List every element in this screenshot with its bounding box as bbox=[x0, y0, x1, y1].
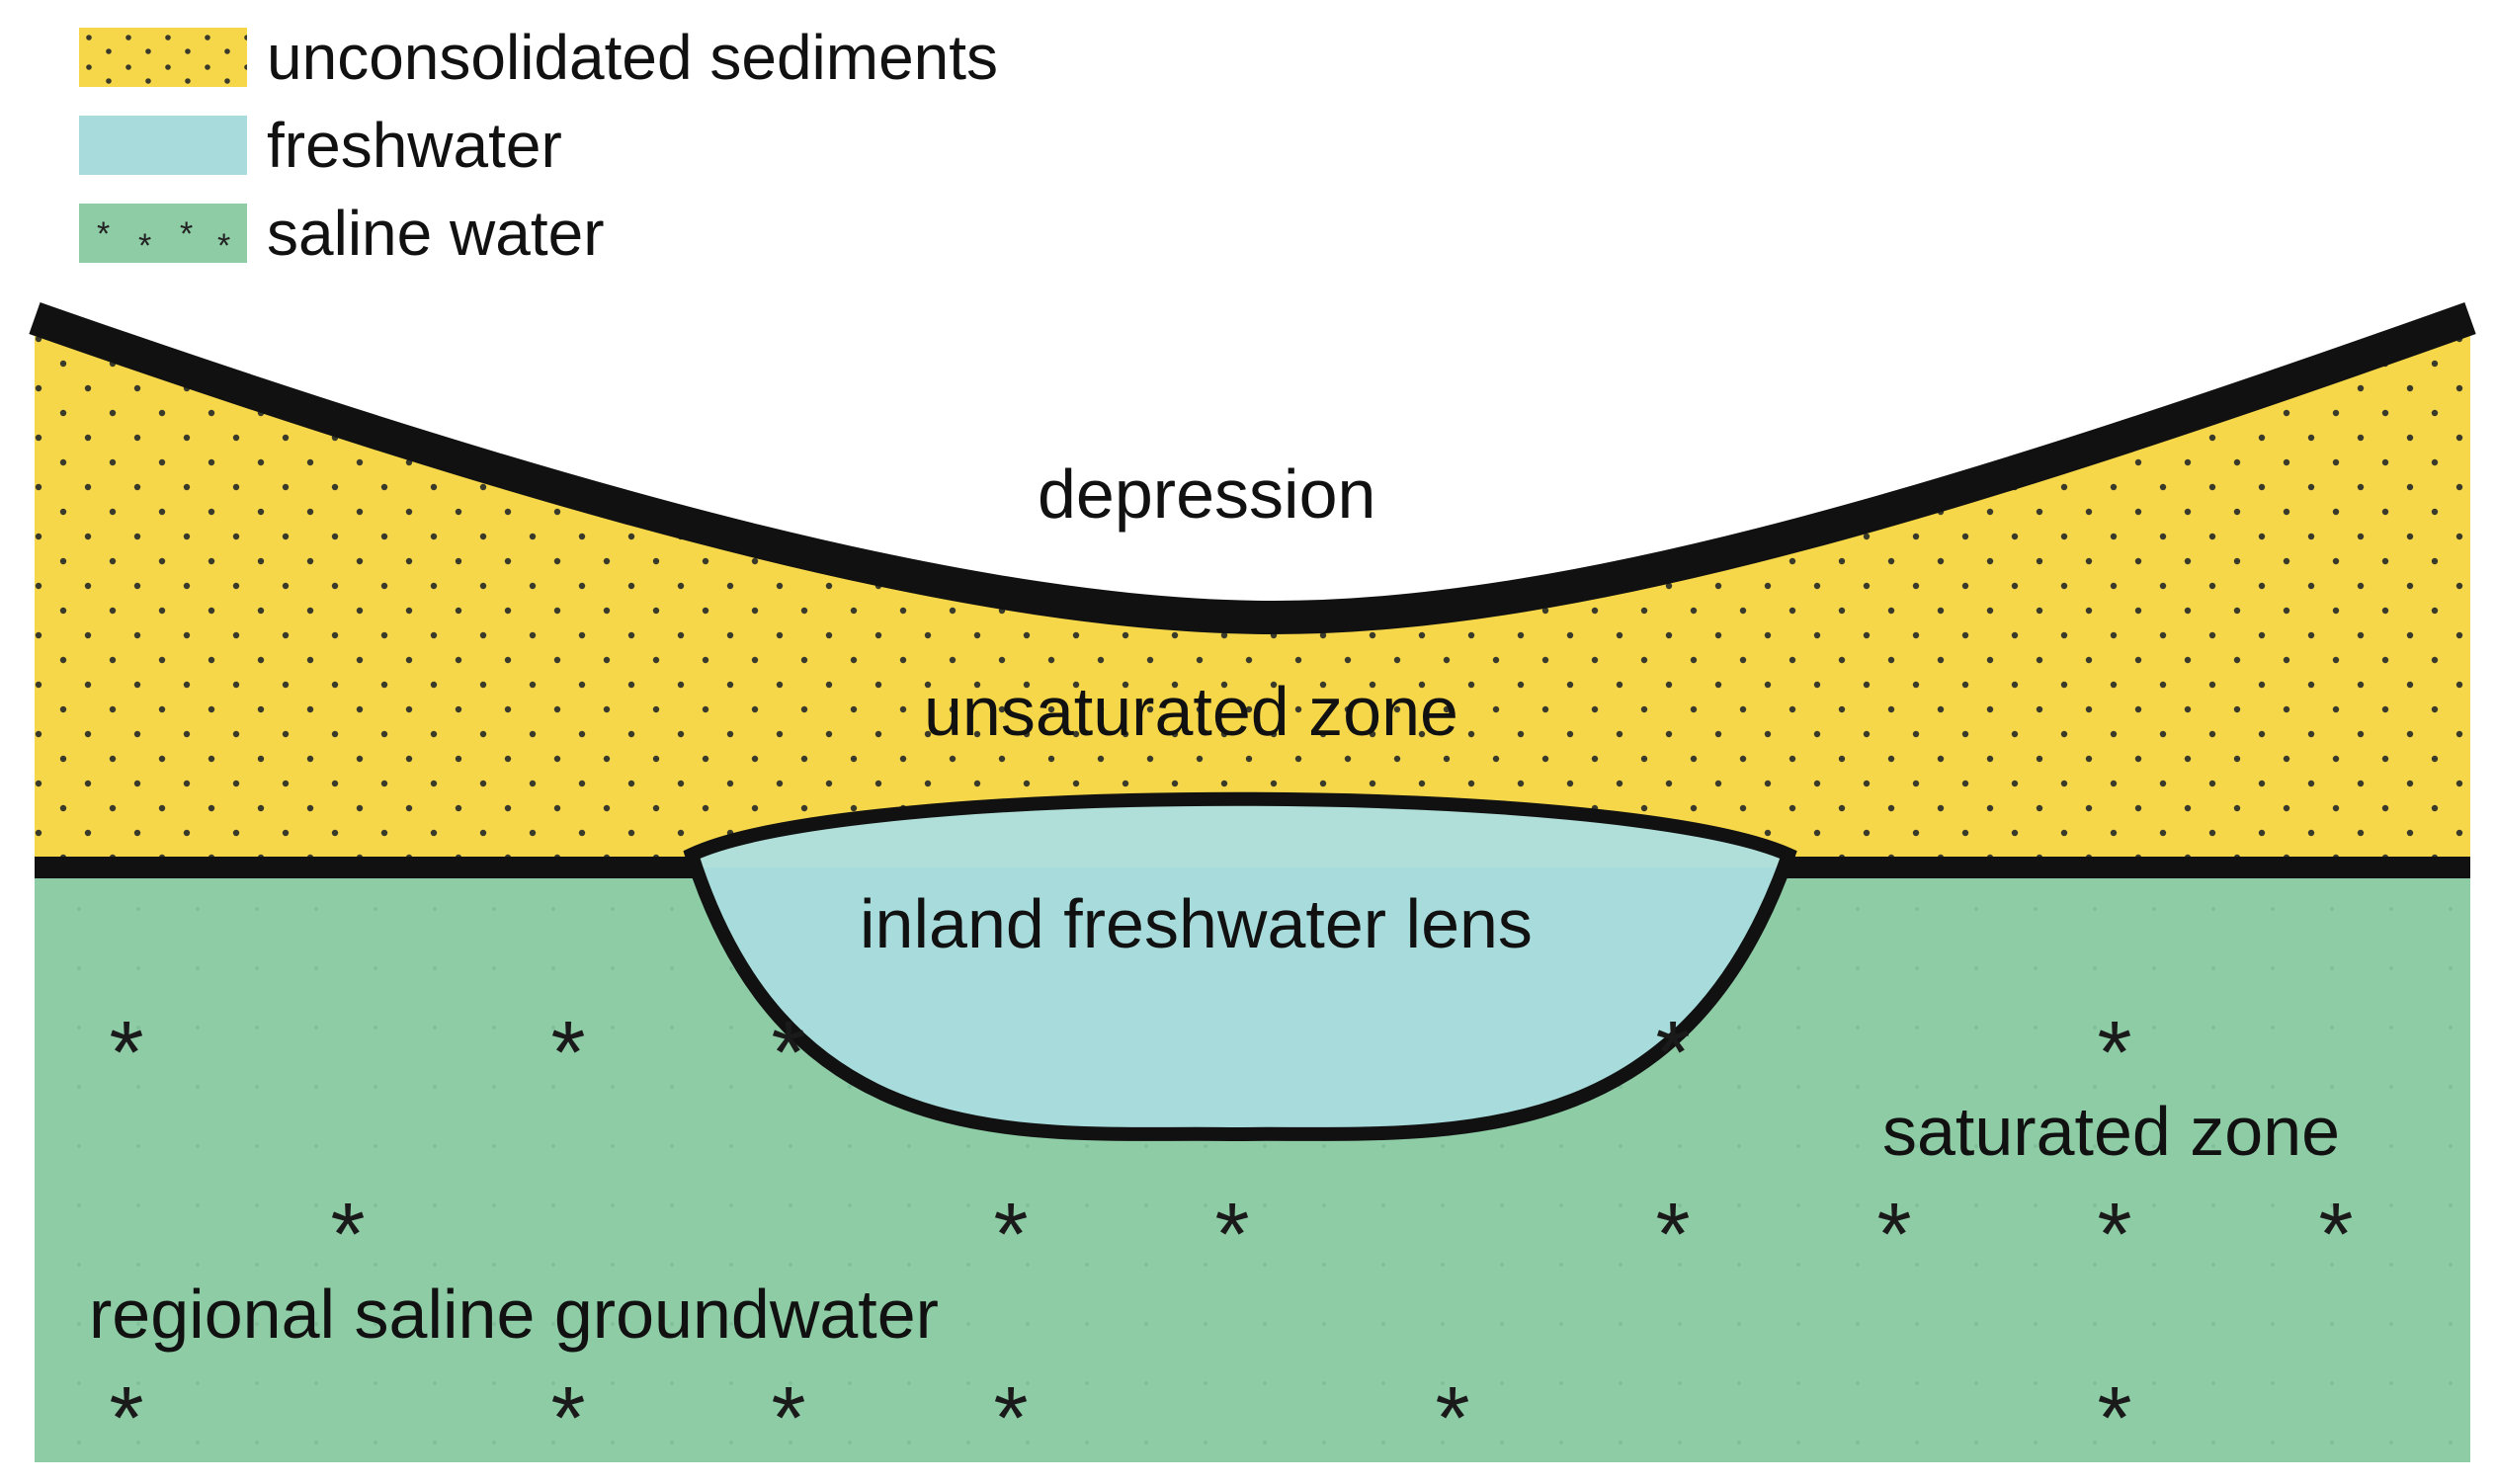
star-marker-icon: * bbox=[2097, 1186, 2131, 1284]
star-marker-icon: * bbox=[1214, 1186, 1249, 1284]
svg-text:*: * bbox=[180, 215, 193, 253]
star-marker-icon: * bbox=[109, 1369, 143, 1468]
star-marker-icon: * bbox=[1876, 1186, 1911, 1284]
star-marker-icon: * bbox=[1655, 1186, 1690, 1284]
legend-label: unconsolidated sediments bbox=[267, 22, 999, 93]
saturated-zone-label: saturated zone bbox=[1882, 1093, 2341, 1170]
svg-text:*: * bbox=[97, 215, 110, 253]
land-surface-line bbox=[29, 301, 2476, 635]
saline-swatch-icon: * * * * bbox=[79, 204, 247, 263]
regional-groundwater-label: regional saline groundwater bbox=[89, 1276, 939, 1353]
star-marker-icon: * bbox=[2097, 1004, 2131, 1103]
freshwater-lens-outline bbox=[683, 791, 1797, 1142]
star-marker-icon: * bbox=[2318, 1186, 2353, 1284]
unsaturated-zone-label: unsaturated zone bbox=[924, 673, 1458, 750]
star-marker-icon: * bbox=[771, 1369, 805, 1468]
saline-star-markers: * * * * * * * * * * * * * * * * * * bbox=[109, 1004, 2353, 1468]
star-marker-icon: * bbox=[1655, 1004, 1690, 1103]
star-marker-icon: * bbox=[550, 1369, 585, 1468]
freshwater-swatch-icon bbox=[79, 116, 247, 175]
freshwater-lens bbox=[692, 798, 1788, 1134]
svg-text:*: * bbox=[138, 227, 151, 263]
sediment-swatch-icon bbox=[79, 28, 247, 87]
star-marker-icon: * bbox=[993, 1186, 1028, 1284]
star-marker-icon: * bbox=[1435, 1369, 1469, 1468]
depression-label: depression bbox=[1038, 455, 1376, 533]
star-marker-icon: * bbox=[550, 1004, 585, 1103]
legend-label: saline water bbox=[267, 198, 605, 269]
star-marker-icon: * bbox=[109, 1004, 143, 1103]
sediment-dot-pattern bbox=[35, 318, 2470, 867]
star-marker-icon: * bbox=[771, 1004, 805, 1103]
legend-label: freshwater bbox=[267, 110, 562, 181]
star-marker-icon: * bbox=[330, 1186, 365, 1284]
svg-text:*: * bbox=[217, 227, 230, 263]
freshwater-lens-label: inland freshwater lens bbox=[860, 885, 1533, 962]
star-marker-icon: * bbox=[2097, 1369, 2131, 1468]
star-marker-icon: * bbox=[993, 1369, 1028, 1468]
